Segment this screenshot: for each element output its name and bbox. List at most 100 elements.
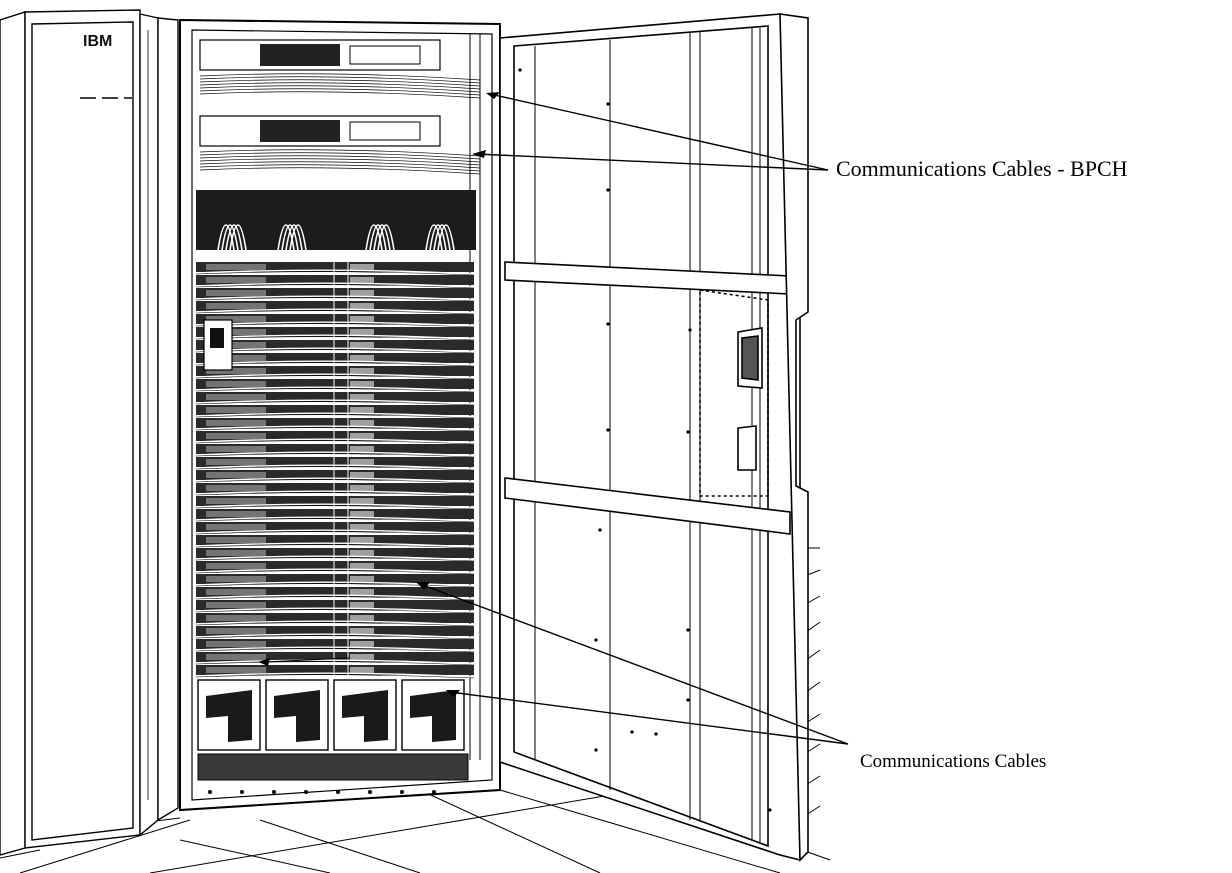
- node-board-row: [196, 366, 474, 376]
- node-board-connector: [350, 615, 374, 621]
- node-board-label: [206, 472, 266, 478]
- comm-cable: [195, 646, 475, 652]
- comm-cable: [195, 451, 475, 457]
- node-board-connector: [350, 277, 374, 283]
- node-board-label: [206, 511, 266, 517]
- node-board-connector: [350, 394, 374, 400]
- node-board-connector: [350, 628, 374, 634]
- node-board-connector: [350, 485, 374, 491]
- service-card-slot: [349, 45, 421, 65]
- node-board-connector: [350, 303, 374, 309]
- cable-loop: [429, 224, 447, 251]
- node-board-row: [196, 483, 474, 493]
- left-cabinet: [0, 9, 179, 856]
- node-board-row: [196, 535, 474, 545]
- node-board-connector: [350, 446, 374, 452]
- comm-cable: [195, 425, 475, 431]
- comm-cable-edge: [195, 479, 475, 484]
- node-board-row: [196, 444, 474, 454]
- frame-bolt: [336, 790, 340, 794]
- comm-cable-edge: [195, 596, 475, 601]
- comm-cable: [195, 282, 475, 288]
- comm-cable: [195, 308, 475, 314]
- node-board-connector: [350, 550, 374, 556]
- comm-cable: [195, 659, 475, 665]
- bpch-cable: [199, 167, 481, 175]
- node-board-connector: [350, 511, 374, 517]
- comm-cable-edge: [195, 401, 475, 406]
- node-board-label: [206, 303, 266, 309]
- node-board-label: [206, 316, 266, 322]
- frame-bolt: [368, 790, 372, 794]
- cable-loop: [289, 224, 307, 251]
- frame-bolt: [304, 790, 308, 794]
- comm-cable: [195, 568, 475, 574]
- node-board-connector: [350, 407, 374, 413]
- node-board-row: [196, 379, 474, 389]
- comm-cable: [195, 503, 475, 509]
- node-board-row: [196, 561, 474, 571]
- callout-comm-label: Communications Cables: [860, 751, 1046, 772]
- node-board-connector: [350, 381, 374, 387]
- comm-cable: [195, 542, 475, 548]
- node-board-label: [206, 667, 266, 673]
- service-card-face: [260, 120, 340, 142]
- comm-cable: [195, 438, 475, 444]
- node-board-connector: [350, 459, 374, 465]
- node-board-row: [196, 639, 474, 649]
- comm-cable: [195, 555, 475, 561]
- node-board-label: [206, 420, 266, 426]
- comm-cable-edge: [195, 440, 475, 445]
- node-board-connector: [350, 498, 374, 504]
- node-board-connector: [350, 589, 374, 595]
- comm-cable: [195, 399, 475, 405]
- psu-vent: [342, 690, 388, 742]
- cable-loop: [425, 224, 443, 251]
- node-board-label: [206, 264, 266, 270]
- frame-bolt: [432, 790, 436, 794]
- bpch-cable: [199, 155, 481, 163]
- link-card-band: [196, 190, 476, 250]
- node-board-row: [196, 327, 474, 337]
- comm-cable-edge: [195, 427, 475, 432]
- node-board-row: [196, 665, 474, 675]
- bpch-cable: [199, 85, 481, 93]
- node-board-connector: [350, 602, 374, 608]
- comm-cable: [195, 490, 475, 496]
- cable-loop: [433, 224, 451, 251]
- node-board-label: [206, 485, 266, 491]
- service-card-face: [260, 44, 340, 66]
- node-board-label: [206, 407, 266, 413]
- psu-vent: [410, 690, 456, 742]
- door-rivets: [518, 68, 772, 812]
- comm-cable-edge: [195, 609, 475, 614]
- node-board-row: [196, 431, 474, 441]
- node-board-label: [206, 290, 266, 296]
- node-board-label: [206, 433, 266, 439]
- psu-vent: [206, 690, 252, 742]
- comm-cable-edge: [195, 492, 475, 497]
- frame-bolt: [208, 790, 212, 794]
- frame-bolt: [240, 790, 244, 794]
- node-board-connector: [350, 290, 374, 296]
- comm-cable-edge: [195, 661, 475, 666]
- cable-loop: [285, 224, 303, 251]
- comm-cable: [195, 477, 475, 483]
- node-board-row: [196, 496, 474, 506]
- node-board-label: [206, 394, 266, 400]
- comm-cable-edge: [195, 505, 475, 510]
- node-board-row: [196, 340, 474, 350]
- node-board-label: [206, 576, 266, 582]
- bpch-cable: [199, 152, 481, 160]
- comm-cable: [195, 594, 475, 600]
- comm-cable-edge: [195, 518, 475, 523]
- node-board-connector: [350, 576, 374, 582]
- psu-base: [197, 753, 469, 781]
- cable-loop: [277, 224, 295, 251]
- comm-cable-edge: [195, 310, 475, 315]
- node-board-label: [206, 628, 266, 634]
- node-board-row: [196, 522, 474, 532]
- comm-cable-edge: [195, 570, 475, 575]
